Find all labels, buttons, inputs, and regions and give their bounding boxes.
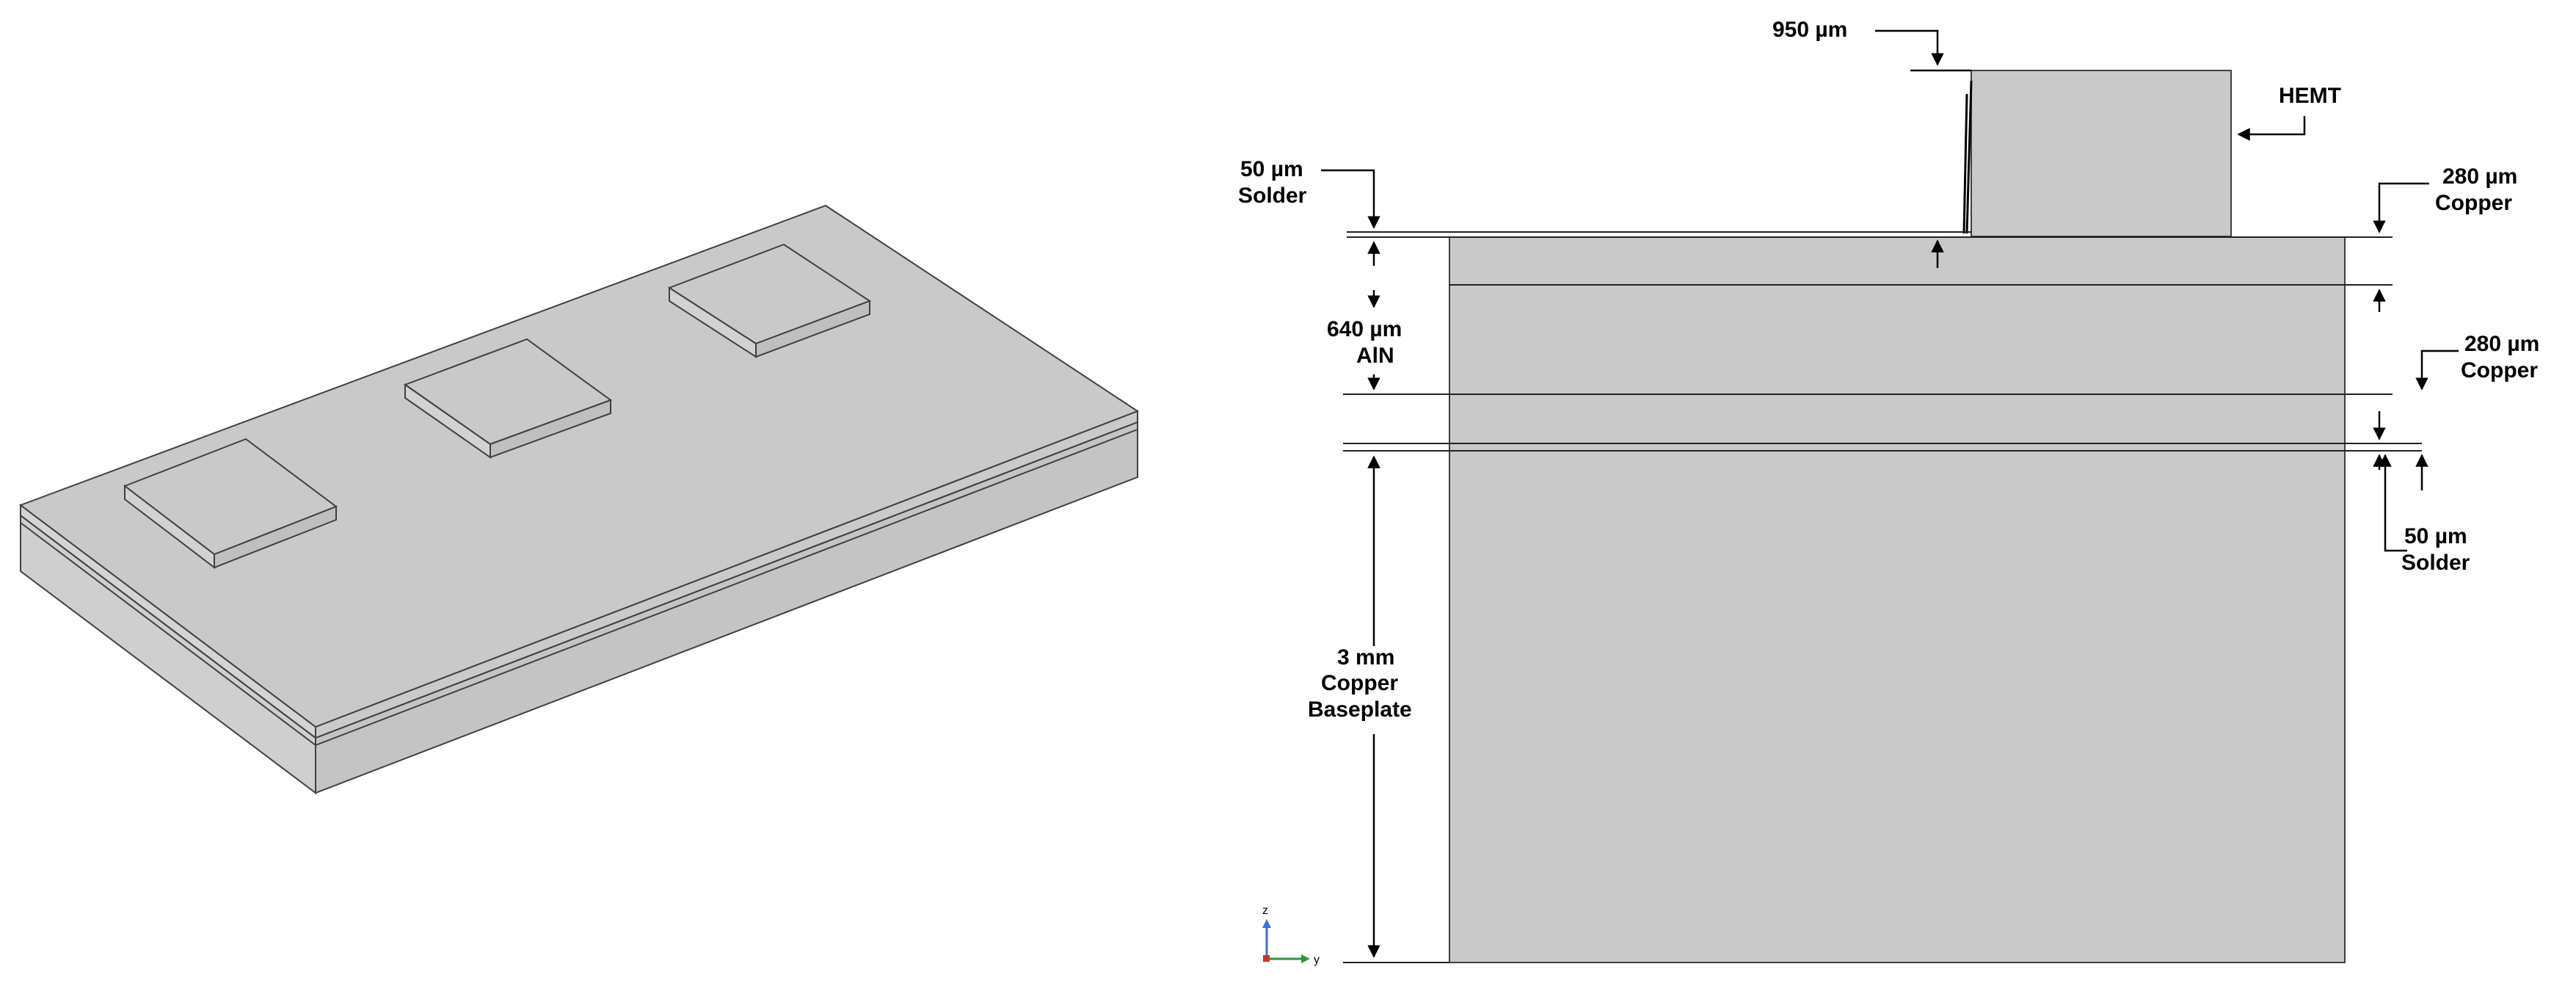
hemt-label: HEMT — [2279, 84, 2341, 108]
top-face — [18, 204, 1140, 728]
baseplate-name-label-2: Baseplate — [1308, 697, 1412, 722]
copper-bottom-name-label: Copper — [2461, 358, 2538, 383]
z-axis-arrow-icon — [1262, 919, 1271, 928]
solder-top-name-label: Solder — [1238, 184, 1307, 208]
chip-1 — [123, 438, 338, 570]
baseplate-body — [1449, 236, 2346, 963]
baseplate-thickness-label: 3 mm — [1337, 645, 1394, 670]
x-axis-marker — [1263, 955, 1270, 962]
aln-name-label: AlN — [1356, 344, 1394, 368]
isometric-view — [18, 204, 1140, 795]
axis-triad: z y — [1262, 905, 1320, 966]
cross-section-view: 950 µm HEMT 50 µm Solder 280 µm Copper 6… — [1238, 18, 2539, 966]
solder-top-thickness-label: 50 µm — [1240, 157, 1303, 181]
y-axis-arrow-icon — [1301, 954, 1310, 963]
chip-3 — [667, 243, 872, 358]
chip-2 — [403, 338, 613, 459]
z-axis-label: z — [1262, 905, 1268, 917]
solder-bottom-name-label: Solder — [2401, 551, 2470, 575]
baseplate-name-label-1: Copper — [1321, 671, 1398, 695]
hemt-die — [1971, 70, 2232, 237]
dimension-lines — [1321, 29, 2459, 958]
aln-thickness-label: 640 µm — [1327, 317, 1402, 341]
copper-top-thickness-label: 280 µm — [2442, 164, 2517, 189]
y-axis-label: y — [1314, 954, 1320, 966]
copper-bottom-thickness-label: 280 µm — [2464, 332, 2539, 356]
solder-bottom-thickness-label: 50 µm — [2404, 524, 2467, 548]
hemt-width-label: 950 µm — [1772, 18, 1847, 42]
solder-fillet — [1962, 80, 1973, 234]
copper-top-name-label: Copper — [2435, 191, 2512, 215]
layer-interfaces — [1343, 231, 2422, 963]
